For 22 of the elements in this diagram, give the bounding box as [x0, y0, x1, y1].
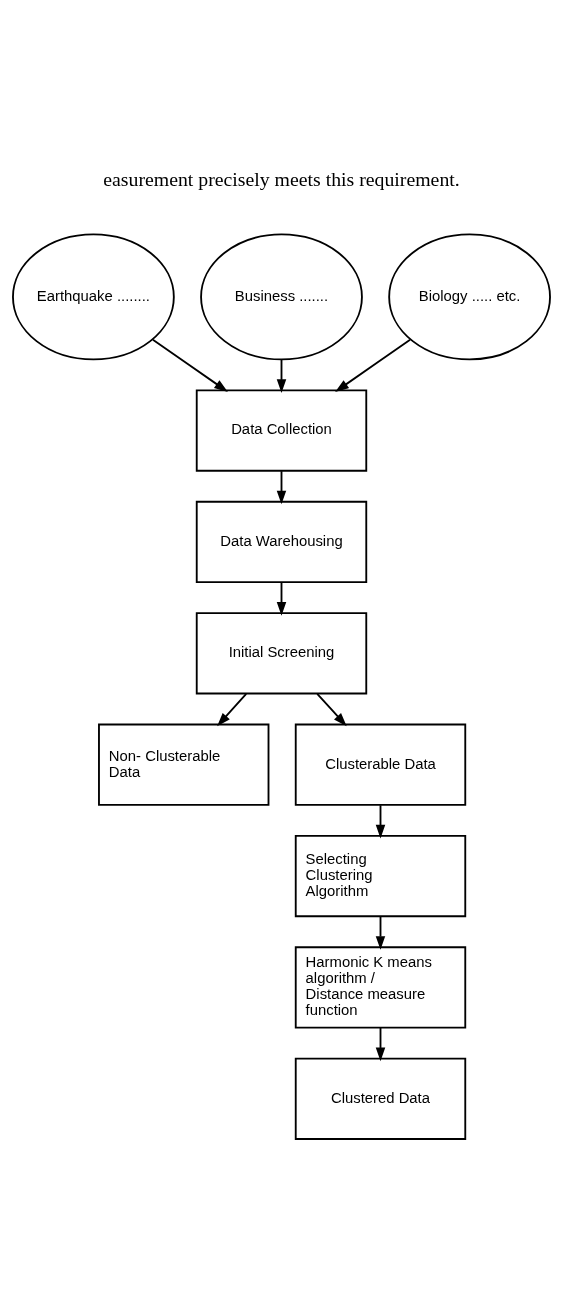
- node-box: Data Collection: [195, 388, 368, 472]
- arrow: [276, 358, 287, 393]
- node-box: Selecting Clustering Algorithm: [294, 834, 467, 917]
- label: easurement precisely meets this requirement.: [103, 167, 460, 190]
- arrow: [375, 803, 386, 838]
- node-ellipse: Business .......: [200, 233, 363, 360]
- node-box: Clusterable Data: [294, 723, 467, 806]
- arrow: [335, 338, 411, 392]
- node-box: Harmonic K means algorithm / Distance measure function: [294, 945, 467, 1029]
- arrow: [375, 915, 386, 950]
- node-ellipse: Biology ..... etc.: [388, 233, 551, 360]
- arrow: [276, 581, 287, 616]
- arrow: [217, 692, 248, 726]
- node-ellipse: Earthquake ........: [12, 233, 175, 360]
- node-box: Clustered Data: [294, 1057, 467, 1140]
- node-box: Data Warehousing: [195, 500, 368, 583]
- arrow: [375, 1026, 386, 1061]
- node-box: Non- Clusterable Data: [98, 723, 270, 806]
- arrow: [316, 692, 347, 726]
- arrow: [276, 469, 287, 504]
- arrow: [152, 338, 228, 392]
- node-box: Initial Screening: [195, 611, 368, 694]
